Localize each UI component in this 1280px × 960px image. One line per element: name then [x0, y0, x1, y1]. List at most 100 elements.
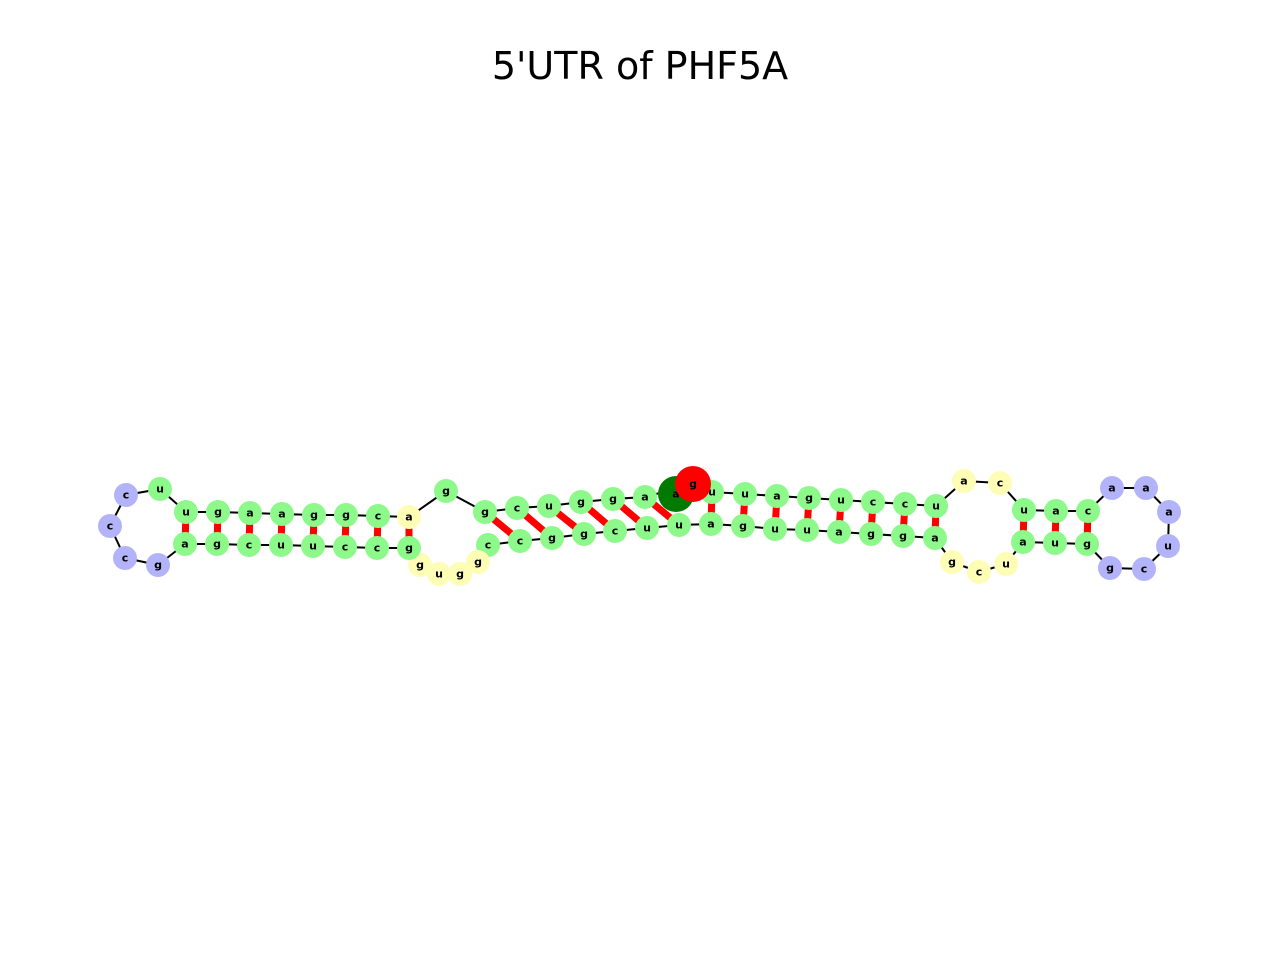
nucleotide-circle [569, 490, 593, 514]
nucleotide-circle [1100, 476, 1124, 500]
nucleotide-stem: c [333, 535, 357, 559]
nucleotide-stem: g [572, 522, 596, 546]
nucleotide-label: c [246, 539, 253, 552]
nucleotide-circle [1098, 556, 1122, 580]
nucleotide-label: c [997, 477, 1004, 490]
nucleotide-circle [1043, 531, 1067, 555]
nucleotide-label: c [976, 566, 983, 579]
nucleotide-stem: a [1011, 530, 1035, 554]
nucleotide-stem: g [1075, 532, 1099, 556]
nucleotide-interior: a [952, 469, 976, 493]
nucleotide-stem: g [891, 524, 915, 548]
nucleotide-circle [1012, 498, 1036, 522]
nucleotide-circle [397, 536, 421, 560]
nucleotide-label: g [689, 478, 697, 491]
nucleotide-circle [1156, 534, 1180, 558]
nucleotide-stem: c [893, 492, 917, 516]
nucleotide-circle [667, 513, 691, 537]
nucleotide-stem: a [270, 502, 294, 526]
nucleotide-circle [1011, 530, 1035, 554]
nucleotide-label: g [456, 568, 464, 581]
nucleotide-stem: g [205, 532, 229, 556]
nucleotide-circle [448, 562, 472, 586]
nucleotide-label: u [803, 524, 811, 537]
nucleotide-interior: u [994, 552, 1018, 576]
nucleotide-end: g [675, 466, 711, 502]
nucleotide-interior: g [466, 550, 490, 574]
nucleotide-label: u [741, 488, 749, 501]
nucleotide-hairpin: a [1134, 476, 1158, 500]
nucleotide-hairpin: c [114, 483, 138, 507]
nucleotide-stem: c [861, 490, 885, 514]
nucleotide-label: a [835, 526, 842, 539]
nucleotide-stem: c [1076, 499, 1100, 523]
nucleotide-circle [114, 483, 138, 507]
nucleotide-circle [333, 535, 357, 559]
nucleotide-hairpin: c [98, 514, 122, 538]
nucleotide-circle [603, 519, 627, 543]
nucleotide-hairpin: c [1132, 557, 1156, 581]
nucleotide-label: c [514, 502, 521, 515]
nucleotide-stem: a [923, 526, 947, 550]
nucleotide-stem: c [508, 529, 532, 553]
nucleotide-label: u [1051, 537, 1059, 550]
nucleotide-circle [861, 490, 885, 514]
nucleotide-circle [763, 517, 787, 541]
nucleotide-stem: c [365, 536, 389, 560]
nucleotide-label: u [1002, 558, 1010, 571]
nucleotide-label: g [580, 528, 588, 541]
nucleotide-label: c [107, 520, 114, 533]
nucleotide-circle [952, 469, 976, 493]
nucleotide-stem: u [795, 518, 819, 542]
nucleotide-label: g [481, 506, 489, 519]
nucleotide-circle [633, 485, 657, 509]
nucleotide-label: a [672, 488, 679, 501]
nucleotide-circle [537, 494, 561, 518]
nucleotide-stem: u [148, 477, 172, 501]
nucleotide-stem: c [237, 533, 261, 557]
nucleotide-hairpin: u [1156, 534, 1180, 558]
nucleotide-label: g [948, 556, 956, 569]
nucleotide-circle [365, 536, 389, 560]
nucleotide-hairpin: c [113, 546, 137, 570]
nucleotide-circle [146, 553, 170, 577]
nucleotide-label: a [1108, 482, 1115, 495]
nucleotide-circle [1157, 500, 1181, 524]
nucleotide-label: g [1083, 538, 1091, 551]
nucleotide-label: a [1019, 536, 1026, 549]
nucleotide-interior: a [397, 505, 421, 529]
nucleotide-stem: g [859, 522, 883, 546]
nucleotide-circle [699, 512, 723, 536]
nucleotide-stem: u [733, 482, 757, 506]
nucleotide-interior: g [408, 553, 432, 577]
nucleotide-label: c [870, 496, 877, 509]
nucleotide-circle [508, 529, 532, 553]
nucleotide-stem: u [667, 513, 691, 537]
nucleotide-label: g [342, 509, 350, 522]
nucleotide-stem: u [1012, 498, 1036, 522]
nucleotide-label: a [246, 507, 253, 520]
nucleotide-circle [940, 550, 964, 574]
nucleotide-circle [174, 500, 198, 524]
nucleotide-circle [301, 534, 325, 558]
nucleotide-circle [967, 560, 991, 584]
nucleotide-label: g [1106, 562, 1114, 575]
nucleotide-circle [408, 553, 432, 577]
nucleotide-label: u [156, 483, 164, 496]
nucleotide-label: g [867, 528, 875, 541]
nucleotide-circle [733, 482, 757, 506]
nucleotide-circle [765, 484, 789, 508]
nucleotide-circle [206, 500, 230, 524]
nucleotide-label: a [641, 491, 648, 504]
nucleotide-circle [334, 503, 358, 527]
nucleotide-circle [1044, 499, 1068, 523]
nucleotide-circle [923, 526, 947, 550]
nucleotide-circle [635, 516, 659, 540]
nucleotide-circle [601, 487, 625, 511]
nucleotide-stem: g [434, 479, 458, 503]
nucleotide-circle [269, 533, 293, 557]
nucleotide-stem: u [924, 494, 948, 518]
nucleotide-label: a [405, 511, 412, 524]
nucleotide-interior: u [427, 562, 451, 586]
